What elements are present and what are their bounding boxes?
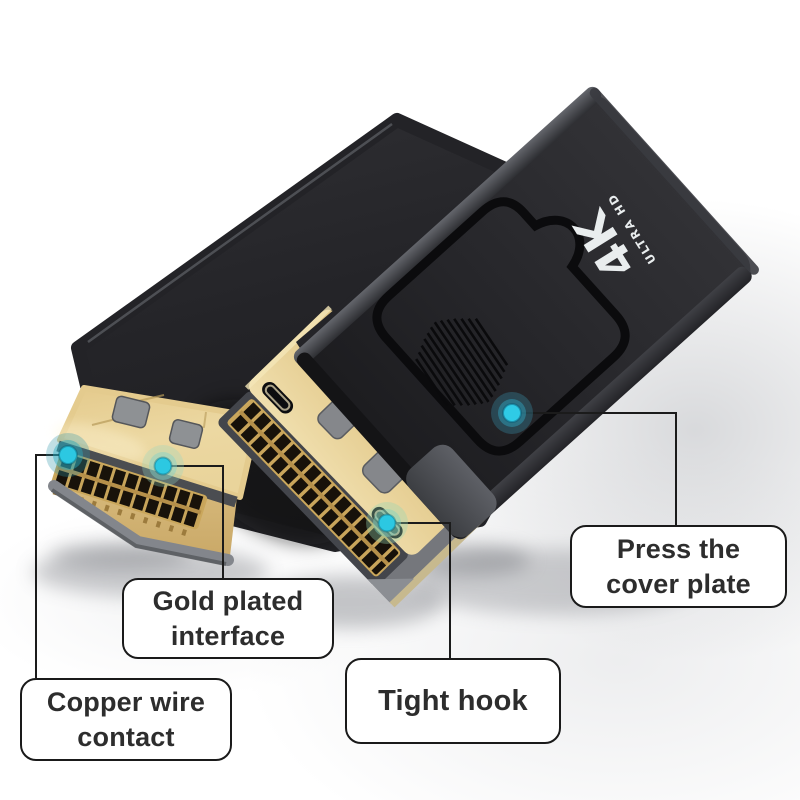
front-adapter-right-bevel	[451, 266, 752, 540]
leader-gold	[163, 465, 224, 578]
plug-left-pins	[51, 450, 208, 538]
label-line: Gold plated	[152, 585, 304, 616]
latch-slot-top	[262, 381, 294, 414]
plug-left-chamfer-band	[48, 480, 234, 566]
back-adapter-edge-highlight	[87, 122, 393, 344]
callout-dot-copper	[46, 433, 90, 477]
vent-texture	[415, 317, 509, 407]
callout-dot-hook	[366, 502, 408, 544]
label-copper-wire-contact: Copper wire contact	[20, 678, 232, 761]
callout-dot-cover	[491, 392, 533, 434]
label-line: interface	[170, 620, 286, 651]
plug-left-square-1	[111, 395, 151, 429]
plug-mid-edge-light	[244, 305, 332, 390]
leader-hook	[387, 522, 451, 658]
cover-plate-groove	[372, 197, 630, 456]
label-line: cover plate	[606, 568, 751, 599]
front-adapter-end-face	[406, 444, 497, 538]
front-adapter-left-bevel	[293, 86, 602, 366]
leader-cover	[512, 412, 677, 525]
label-line: contact	[77, 721, 175, 752]
label-line: Press the	[616, 533, 741, 564]
plug-mid-tip-chamfer	[367, 578, 415, 603]
label-tight-hook: Tight hook	[345, 658, 561, 744]
callout-dots	[46, 392, 533, 544]
plug-left-top-face	[57, 385, 261, 500]
plug-left-square-2	[168, 419, 204, 449]
gold-highlight	[53, 422, 147, 462]
front-adapter-body	[301, 94, 751, 532]
plug-left-shell-edge	[56, 440, 238, 508]
front-adapter-top-edge	[589, 87, 759, 275]
plug-left-chamfer-shadow	[50, 488, 227, 566]
callout-lines	[35, 412, 677, 678]
leader-copper	[35, 454, 68, 678]
plug-mid-pins	[227, 399, 401, 577]
label-gold-plated-interface: Gold plated interface	[122, 578, 334, 659]
callout-dot-gold	[142, 445, 184, 487]
label-press-the-cover-plate: Press the cover plate	[570, 525, 787, 608]
front-adapter: 4K ULTRA HD	[293, 86, 759, 540]
label-line: Tight hook	[378, 684, 528, 717]
latch-slot-top-rim	[264, 384, 291, 411]
label-line: Copper wire	[46, 686, 206, 717]
dp-plug-left	[48, 385, 261, 566]
